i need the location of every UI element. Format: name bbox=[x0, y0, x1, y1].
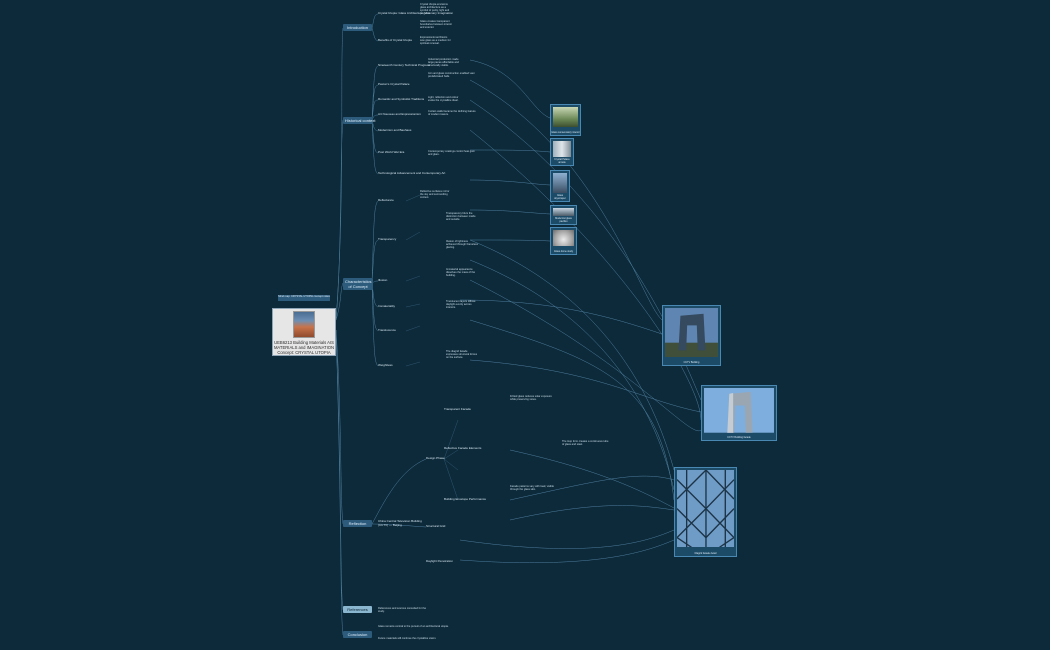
note: Iron and glass construction enabled vast… bbox=[428, 72, 475, 78]
topic-intro-2[interactable]: Benefits of Crystal Utopia bbox=[378, 38, 412, 42]
topic-char-3[interactable]: Illusion bbox=[378, 278, 388, 282]
topic-char-5[interactable]: Translucence bbox=[378, 328, 396, 332]
photo-card-8[interactable]: Diagrid facade detail bbox=[674, 467, 737, 557]
branch-references[interactable]: References bbox=[343, 606, 372, 613]
central-topic-title: UEB6213 Building Materials AIS MATERIALS… bbox=[273, 340, 335, 355]
photo-caption: Glass dome study bbox=[553, 250, 574, 253]
note: Expressionist architects saw glass as a … bbox=[420, 36, 451, 45]
photo-caption: Glass conservatory interior bbox=[551, 131, 580, 134]
topic-char-4[interactable]: Immateriality bbox=[378, 304, 396, 308]
branch-introduction[interactable]: Introduction bbox=[343, 24, 372, 31]
branch-historical-context[interactable]: Historical context bbox=[343, 117, 376, 124]
topic-refl-4[interactable]: Building Envelope Performance bbox=[444, 497, 487, 501]
note: Reflective surfaces mirror the sky and s… bbox=[420, 190, 450, 199]
photo-card-5[interactable]: Glass dome study bbox=[550, 227, 577, 255]
topic-hist-7[interactable]: Technological Advancement and Contempora… bbox=[378, 171, 446, 175]
photo-cctv-facade bbox=[704, 388, 774, 433]
central-topic[interactable]: UEB6213 Building Materials AIS MATERIALS… bbox=[272, 308, 336, 356]
topic-hist-2[interactable]: Paxton's Crystal Palace bbox=[378, 82, 410, 86]
photo-caption: Modernist glass pavilion bbox=[555, 217, 572, 223]
photo-cctv bbox=[665, 308, 718, 358]
photo-card-4[interactable]: Modernist glass pavilion bbox=[550, 205, 577, 225]
photo-conservatory bbox=[553, 107, 578, 127]
topic-refl-1[interactable]: Design Phase bbox=[426, 456, 445, 460]
topic-hist-5[interactable]: Modernism and Bauhaus bbox=[378, 128, 412, 132]
note: Translucent layers diffuse daylight even… bbox=[446, 300, 476, 309]
topic-refl-5[interactable]: Structural Grid bbox=[426, 524, 446, 528]
photo-card-7[interactable]: CCTV Building facade bbox=[701, 385, 777, 441]
photo-caption: Glass skyscraper bbox=[554, 194, 566, 200]
photo-card-2[interactable]: Crystal Palace arcade bbox=[550, 138, 574, 166]
note: Facade patterns vary with load, visible … bbox=[510, 485, 554, 491]
topic-refl-2[interactable]: Transparent Facade bbox=[444, 407, 471, 411]
note: Industrial production made large panes a… bbox=[428, 58, 459, 67]
note: Transparency blurs the distinction betwe… bbox=[446, 212, 476, 221]
photo-caption: Crystal Palace arcade bbox=[554, 158, 570, 164]
photo-diagrid bbox=[677, 470, 734, 548]
photo-dome bbox=[553, 230, 574, 246]
branch-characteristics[interactable]: Characteristics of Concept bbox=[343, 278, 373, 290]
topic-char-1[interactable]: Reflectance bbox=[378, 198, 394, 202]
topic-refl-3[interactable]: Reflective Facade Elements bbox=[444, 446, 482, 450]
topic-reflection-main[interactable]: China Central Television Building (CCTV)… bbox=[378, 519, 422, 527]
topic-hist-1[interactable]: Nineteenth Century Technical Progress bbox=[378, 63, 430, 67]
note: Curtain walls became the defining featur… bbox=[428, 110, 476, 116]
note: Immaterial appearance dissolves the mass… bbox=[446, 268, 476, 277]
photo-card-3[interactable]: Glass skyscraper bbox=[550, 170, 570, 202]
note: The diagrid facade expresses structural … bbox=[446, 350, 477, 359]
topic-hist-6[interactable]: Post World War Era bbox=[378, 150, 405, 154]
note: Contemporary coatings control heat gain … bbox=[428, 150, 475, 156]
photo-skyscraper bbox=[553, 173, 567, 193]
topic-intro-1[interactable]: Crystal Utopia: Glass Architecture, Visi… bbox=[378, 11, 454, 15]
note: Illusion of lightness achieved through f… bbox=[446, 240, 478, 249]
topic-hist-4[interactable]: Art Nouveau and Expressionism bbox=[378, 112, 421, 116]
photo-pavilion bbox=[553, 208, 574, 216]
photo-caption: Diagrid facade detail bbox=[694, 552, 717, 555]
central-topic-image bbox=[293, 311, 315, 338]
topic-refl-6[interactable]: Daylight Penetration bbox=[426, 559, 454, 563]
branch-conclusion[interactable]: Conclusion bbox=[343, 631, 372, 638]
note: Future materials will continue the cryst… bbox=[378, 637, 437, 640]
note: References and sources consulted for the… bbox=[378, 607, 426, 613]
topic-char-6[interactable]: Weightless bbox=[378, 363, 393, 367]
note: Glass remains central to the pursuit of … bbox=[378, 625, 449, 628]
root-banner: Mind map: CRYSTAL UTOPIA concept notes bbox=[278, 295, 330, 301]
note: The loop form creates a continuous tube … bbox=[562, 440, 609, 446]
photo-caption: CCTV Building facade bbox=[727, 436, 751, 439]
note: Glass creates transparent boundaries bet… bbox=[420, 20, 452, 29]
topic-char-2[interactable]: Transparency bbox=[378, 237, 397, 241]
note: Crystal Utopia envisions glass architect… bbox=[420, 3, 450, 15]
photo-card-6[interactable]: CCTV Building bbox=[662, 305, 721, 366]
topic-hist-3[interactable]: Romantic and Symbolist Traditions bbox=[378, 97, 425, 101]
photo-card-1[interactable]: Glass conservatory interior bbox=[550, 104, 581, 136]
photo-caption: CCTV Building bbox=[683, 361, 700, 364]
photo-arcade bbox=[553, 141, 571, 157]
note: Fritted glass reduces solar exposure whi… bbox=[510, 395, 552, 401]
note: Light, reflection and colour evoke the c… bbox=[428, 96, 459, 102]
branch-reflection[interactable]: Reflection bbox=[343, 520, 372, 527]
